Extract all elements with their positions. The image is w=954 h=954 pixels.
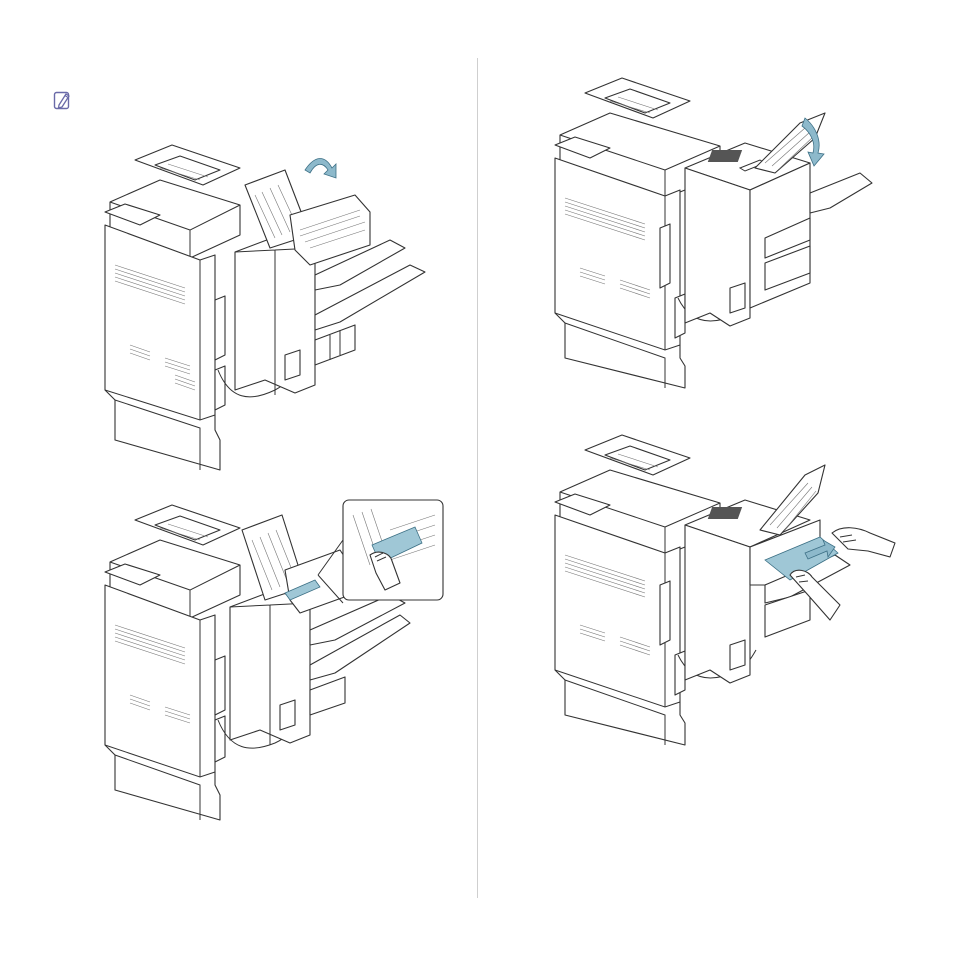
figure-lift-top-cover — [550, 68, 880, 393]
figure-open-finisher-cover — [100, 140, 430, 475]
note-pencil-icon — [53, 91, 73, 111]
figure-remove-paper-inside — [100, 495, 450, 825]
figure-pull-out-paper — [550, 425, 910, 750]
column-divider — [477, 58, 478, 898]
